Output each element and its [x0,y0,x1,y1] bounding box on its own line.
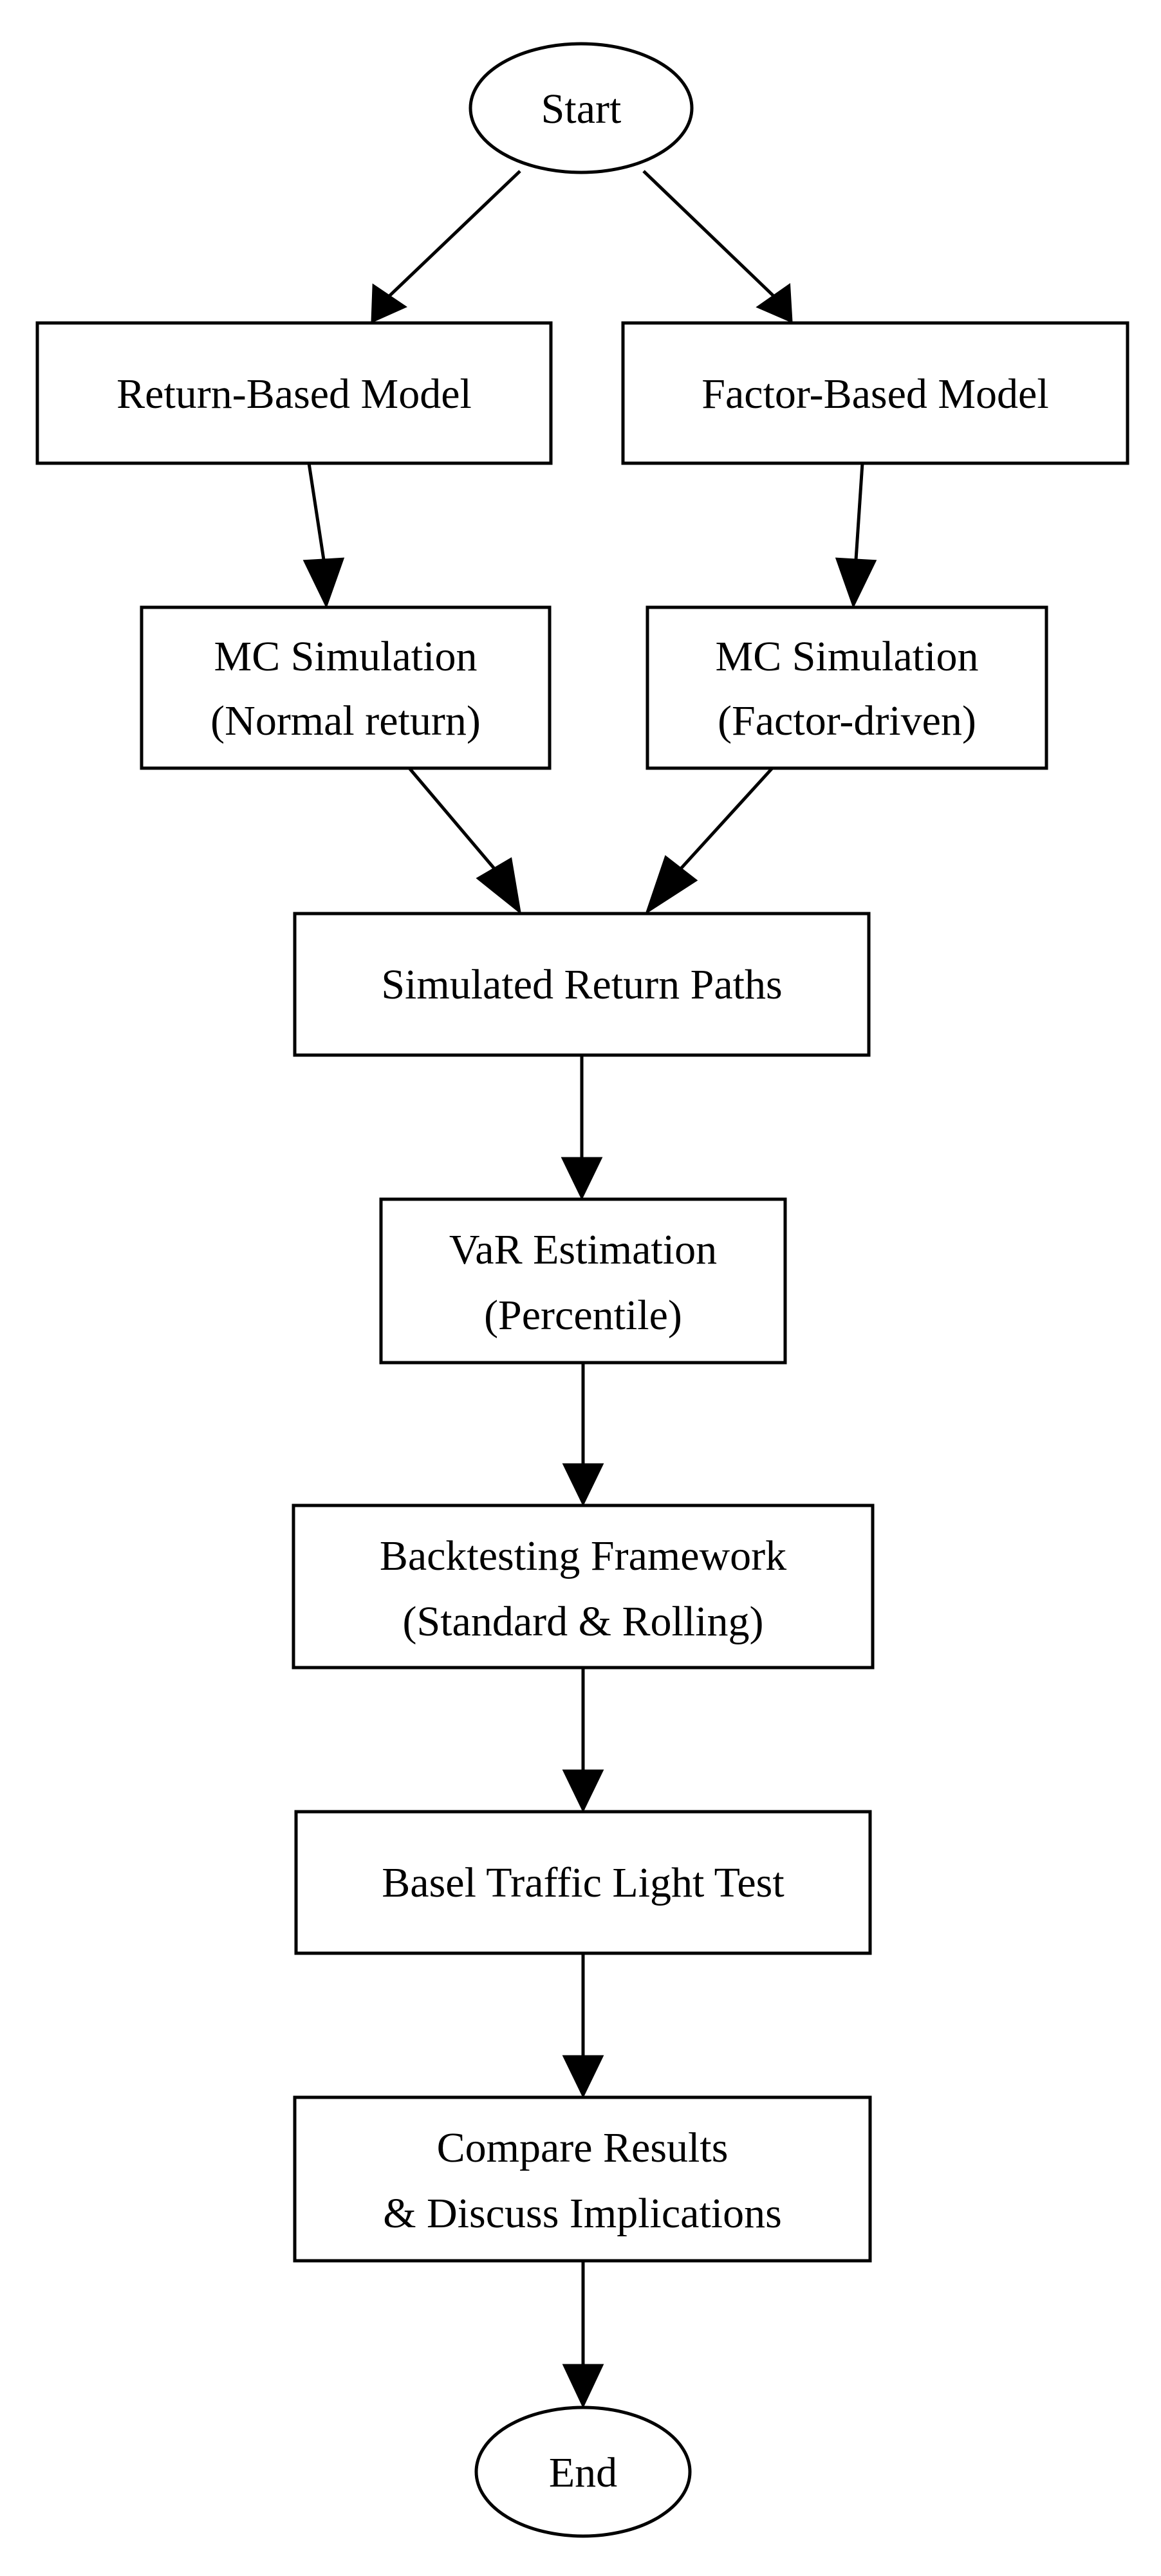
node-mc-simulation-normal-label-line-2: (Normal return) [210,697,481,744]
node-factor-based-model-label: Factor-Based Model [701,371,1048,418]
node-start: Start [469,42,694,174]
node-start-shape [469,42,694,174]
node-end-label: End [549,2449,617,2496]
edges-layer [302,170,877,2409]
node-compare-results-label-line-1: Compare Results [437,2124,729,2171]
node-basel-traffic-light-test-label: Basel Traffic Light Test [382,1859,784,1906]
edge-paths-to-var-arrowhead [561,1157,603,1201]
node-end-shape [474,2406,692,2538]
node-compare-results-shape [293,2095,872,2263]
node-start-label: Start [541,86,622,133]
node-var-estimation: VaR Estimation (Percentile) [379,1197,787,1365]
edge-return-model-to-mc-normal-line [307,463,326,560]
node-return-based-model: Return-Based Model [35,321,553,465]
node-factor-based-model-shape [621,321,1129,465]
edge-start-to-return-model-arrowhead [371,283,407,324]
node-backtesting-framework: Backtesting Framework (Standard & Rollin… [292,1504,875,1670]
edge-compare-to-end-arrowhead [562,2364,604,2409]
edge-factor-model-to-mc-factor-arrowhead [835,557,877,609]
node-simulated-return-paths-shape [293,912,871,1057]
edge-mc-factor-to-paths-line [680,767,774,870]
edge-var-to-backtest-arrowhead [562,1463,604,1507]
node-mc-simulation-factor-label-line-2: (Factor-driven) [718,697,976,744]
node-compare-results: Compare Results & Discuss Implications [293,2095,872,2263]
node-var-estimation-label-line-1: VaR Estimation [449,1226,717,1273]
node-mc-simulation-factor-shape [646,605,1048,770]
node-var-estimation-label-line-2: (Percentile) [484,1292,682,1339]
edge-mc-normal-to-paths-arrowhead [476,857,522,915]
node-return-based-model-shape [35,321,553,465]
node-mc-simulation-normal-shape [140,605,552,770]
node-return-based-model-label: Return-Based Model [116,371,472,418]
edge-basel-to-compare-arrowhead [562,2055,604,2099]
node-end: End [474,2406,692,2538]
node-basel-traffic-light-test-shape [294,1810,872,1955]
node-factor-based-model: Factor-Based Model [621,321,1129,465]
edge-mc-factor-to-paths-arrowhead [645,855,698,915]
edge-factor-model-to-mc-factor-line [854,463,864,560]
edge-start-to-factor-model-arrowhead [756,283,793,324]
node-backtesting-framework-label-line-2: (Standard & Rolling) [403,1598,764,1645]
edge-start-to-factor-model-line [642,170,775,297]
node-simulated-return-paths-label: Simulated Return Paths [381,961,782,1008]
node-compare-results-label-line-2: & Discuss Implications [383,2190,782,2237]
node-mc-simulation-normal-label-line-1: MC Simulation [214,633,478,680]
node-basel-traffic-light-test: Basel Traffic Light Test [294,1810,872,1955]
node-var-estimation-shape [379,1197,787,1365]
node-mc-simulation-factor-label-line-1: MC Simulation [716,633,979,680]
edge-backtest-to-basel-arrowhead [562,1769,604,1813]
node-mc-simulation-factor: MC Simulation (Factor-driven) [646,605,1048,770]
node-backtesting-framework-label-line-1: Backtesting Framework [380,1532,786,1579]
node-backtesting-framework-shape [292,1504,875,1670]
edge-mc-normal-to-paths-line [408,767,496,870]
edge-return-model-to-mc-normal-arrowhead [302,557,345,609]
node-simulated-return-paths: Simulated Return Paths [293,912,871,1057]
node-mc-simulation-normal: MC Simulation (Normal return) [140,605,552,770]
edge-start-to-return-model-line [388,170,521,297]
